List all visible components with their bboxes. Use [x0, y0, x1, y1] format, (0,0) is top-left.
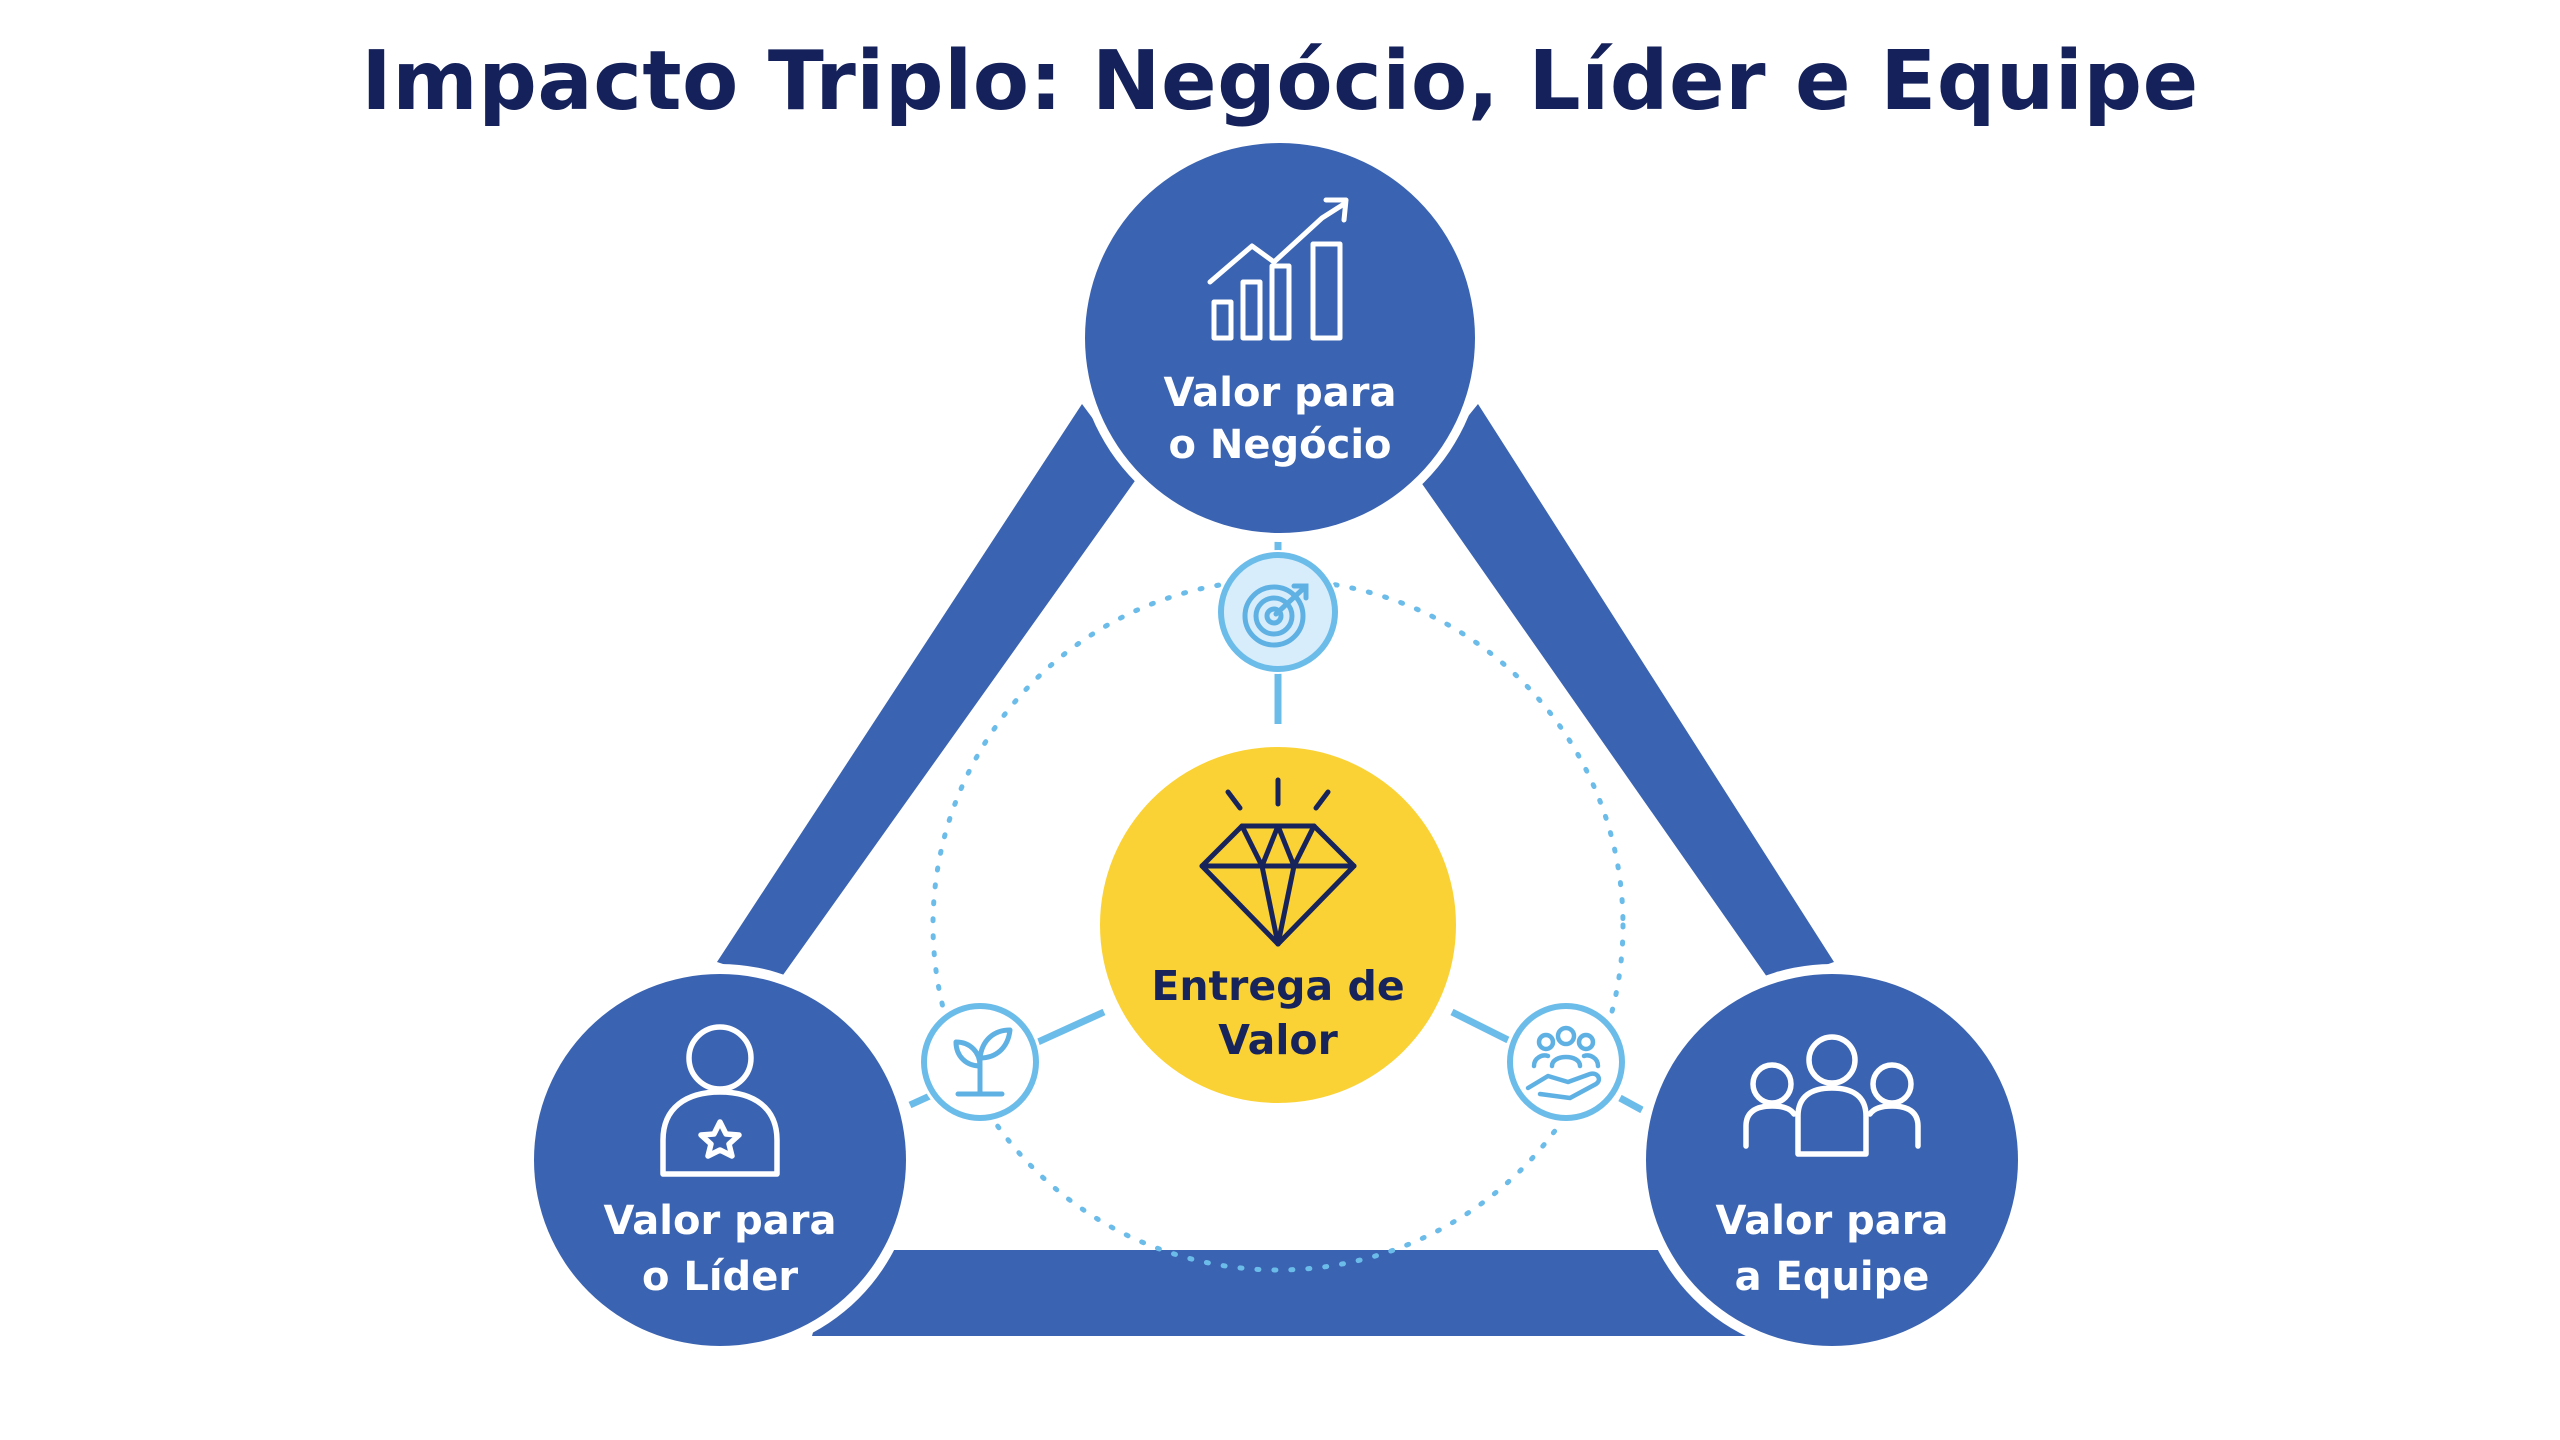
center-label-line1: Entrega de	[1151, 962, 1404, 1010]
node-team-label-line1: Valor para	[1716, 1198, 1949, 1244]
orbit-ring	[930, 577, 1626, 1273]
target-icon	[1242, 583, 1309, 648]
satellite-leader	[918, 1000, 1042, 1124]
team-care-icon	[1525, 1025, 1602, 1101]
node-team: Valor para a Equipe	[1636, 964, 2028, 1356]
connector-leader-outer	[908, 1091, 934, 1109]
node-business: Valor para o Negócio	[1076, 134, 1484, 542]
node-business-label-line2: o Negócio	[1168, 422, 1391, 468]
satellite-business	[1216, 550, 1340, 674]
node-leader-label-line2: o Líder	[642, 1254, 798, 1300]
node-business-label-line1: Valor para	[1164, 370, 1397, 416]
triangle-frame	[717, 404, 1834, 1336]
connector-team-outer	[1618, 1094, 1644, 1114]
node-team-label-line2: a Equipe	[1735, 1254, 1930, 1300]
page-title: Impacto Triplo: Negócio, Líder e Equipe	[361, 34, 2199, 129]
center-node: Entrega de Valor	[1100, 747, 1456, 1103]
frame-bottom-bar	[812, 1250, 1758, 1336]
frame-left-bar	[717, 404, 1137, 982]
node-leader-label-line1: Valor para	[604, 1198, 837, 1244]
group-icon	[1743, 1034, 1921, 1157]
growth-chart-icon	[1207, 197, 1349, 341]
sprout-icon	[953, 1027, 1013, 1097]
satellite-team	[1504, 1000, 1628, 1124]
connector-leader	[1036, 1008, 1106, 1046]
diamond-icon	[1199, 777, 1357, 947]
connectors	[908, 540, 1644, 1114]
connector-team	[1450, 1008, 1510, 1044]
frame-right-bar	[1418, 404, 1834, 984]
center-label-line2: Valor	[1218, 1016, 1338, 1064]
person-star-icon	[660, 1024, 780, 1177]
node-leader: Valor para o Líder	[524, 964, 916, 1356]
